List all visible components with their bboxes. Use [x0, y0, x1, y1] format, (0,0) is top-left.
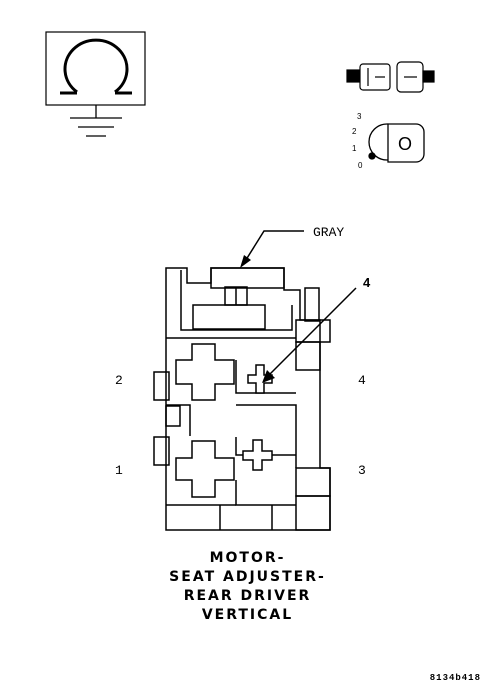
color-label: GRAY	[313, 225, 344, 240]
callout-number: 4	[363, 275, 371, 290]
ground-icon	[70, 105, 122, 137]
caption-line-1: MOTOR-	[209, 550, 286, 566]
figure-code: 8134b418	[429, 673, 481, 683]
gray-leader	[240, 230, 304, 268]
key-position-0: 0	[358, 161, 363, 170]
key-position-1: 1	[352, 144, 357, 153]
key-icon	[368, 123, 425, 163]
caption-line-4: VERTICAL	[201, 607, 294, 623]
diagram-caption: MOTOR- SEAT ADJUSTER- REAR DRIVER VERTIC…	[0, 549, 495, 625]
pin-label-4: 4	[358, 373, 366, 388]
caption-line-3: REAR DRIVER	[183, 588, 312, 604]
caption-line-2: SEAT ADJUSTER-	[169, 569, 326, 585]
connector-body	[153, 267, 331, 531]
key-position-2: 2	[352, 127, 357, 136]
key-letter: O	[398, 134, 412, 154]
callout-arrow	[262, 287, 357, 383]
motor-symbol-icon	[45, 31, 146, 106]
connector-release-icon	[346, 61, 435, 93]
pin-label-1: 1	[115, 463, 123, 478]
pin-label-3: 3	[358, 463, 366, 478]
key-position-3: 3	[357, 112, 362, 121]
pin-label-2: 2	[115, 373, 123, 388]
